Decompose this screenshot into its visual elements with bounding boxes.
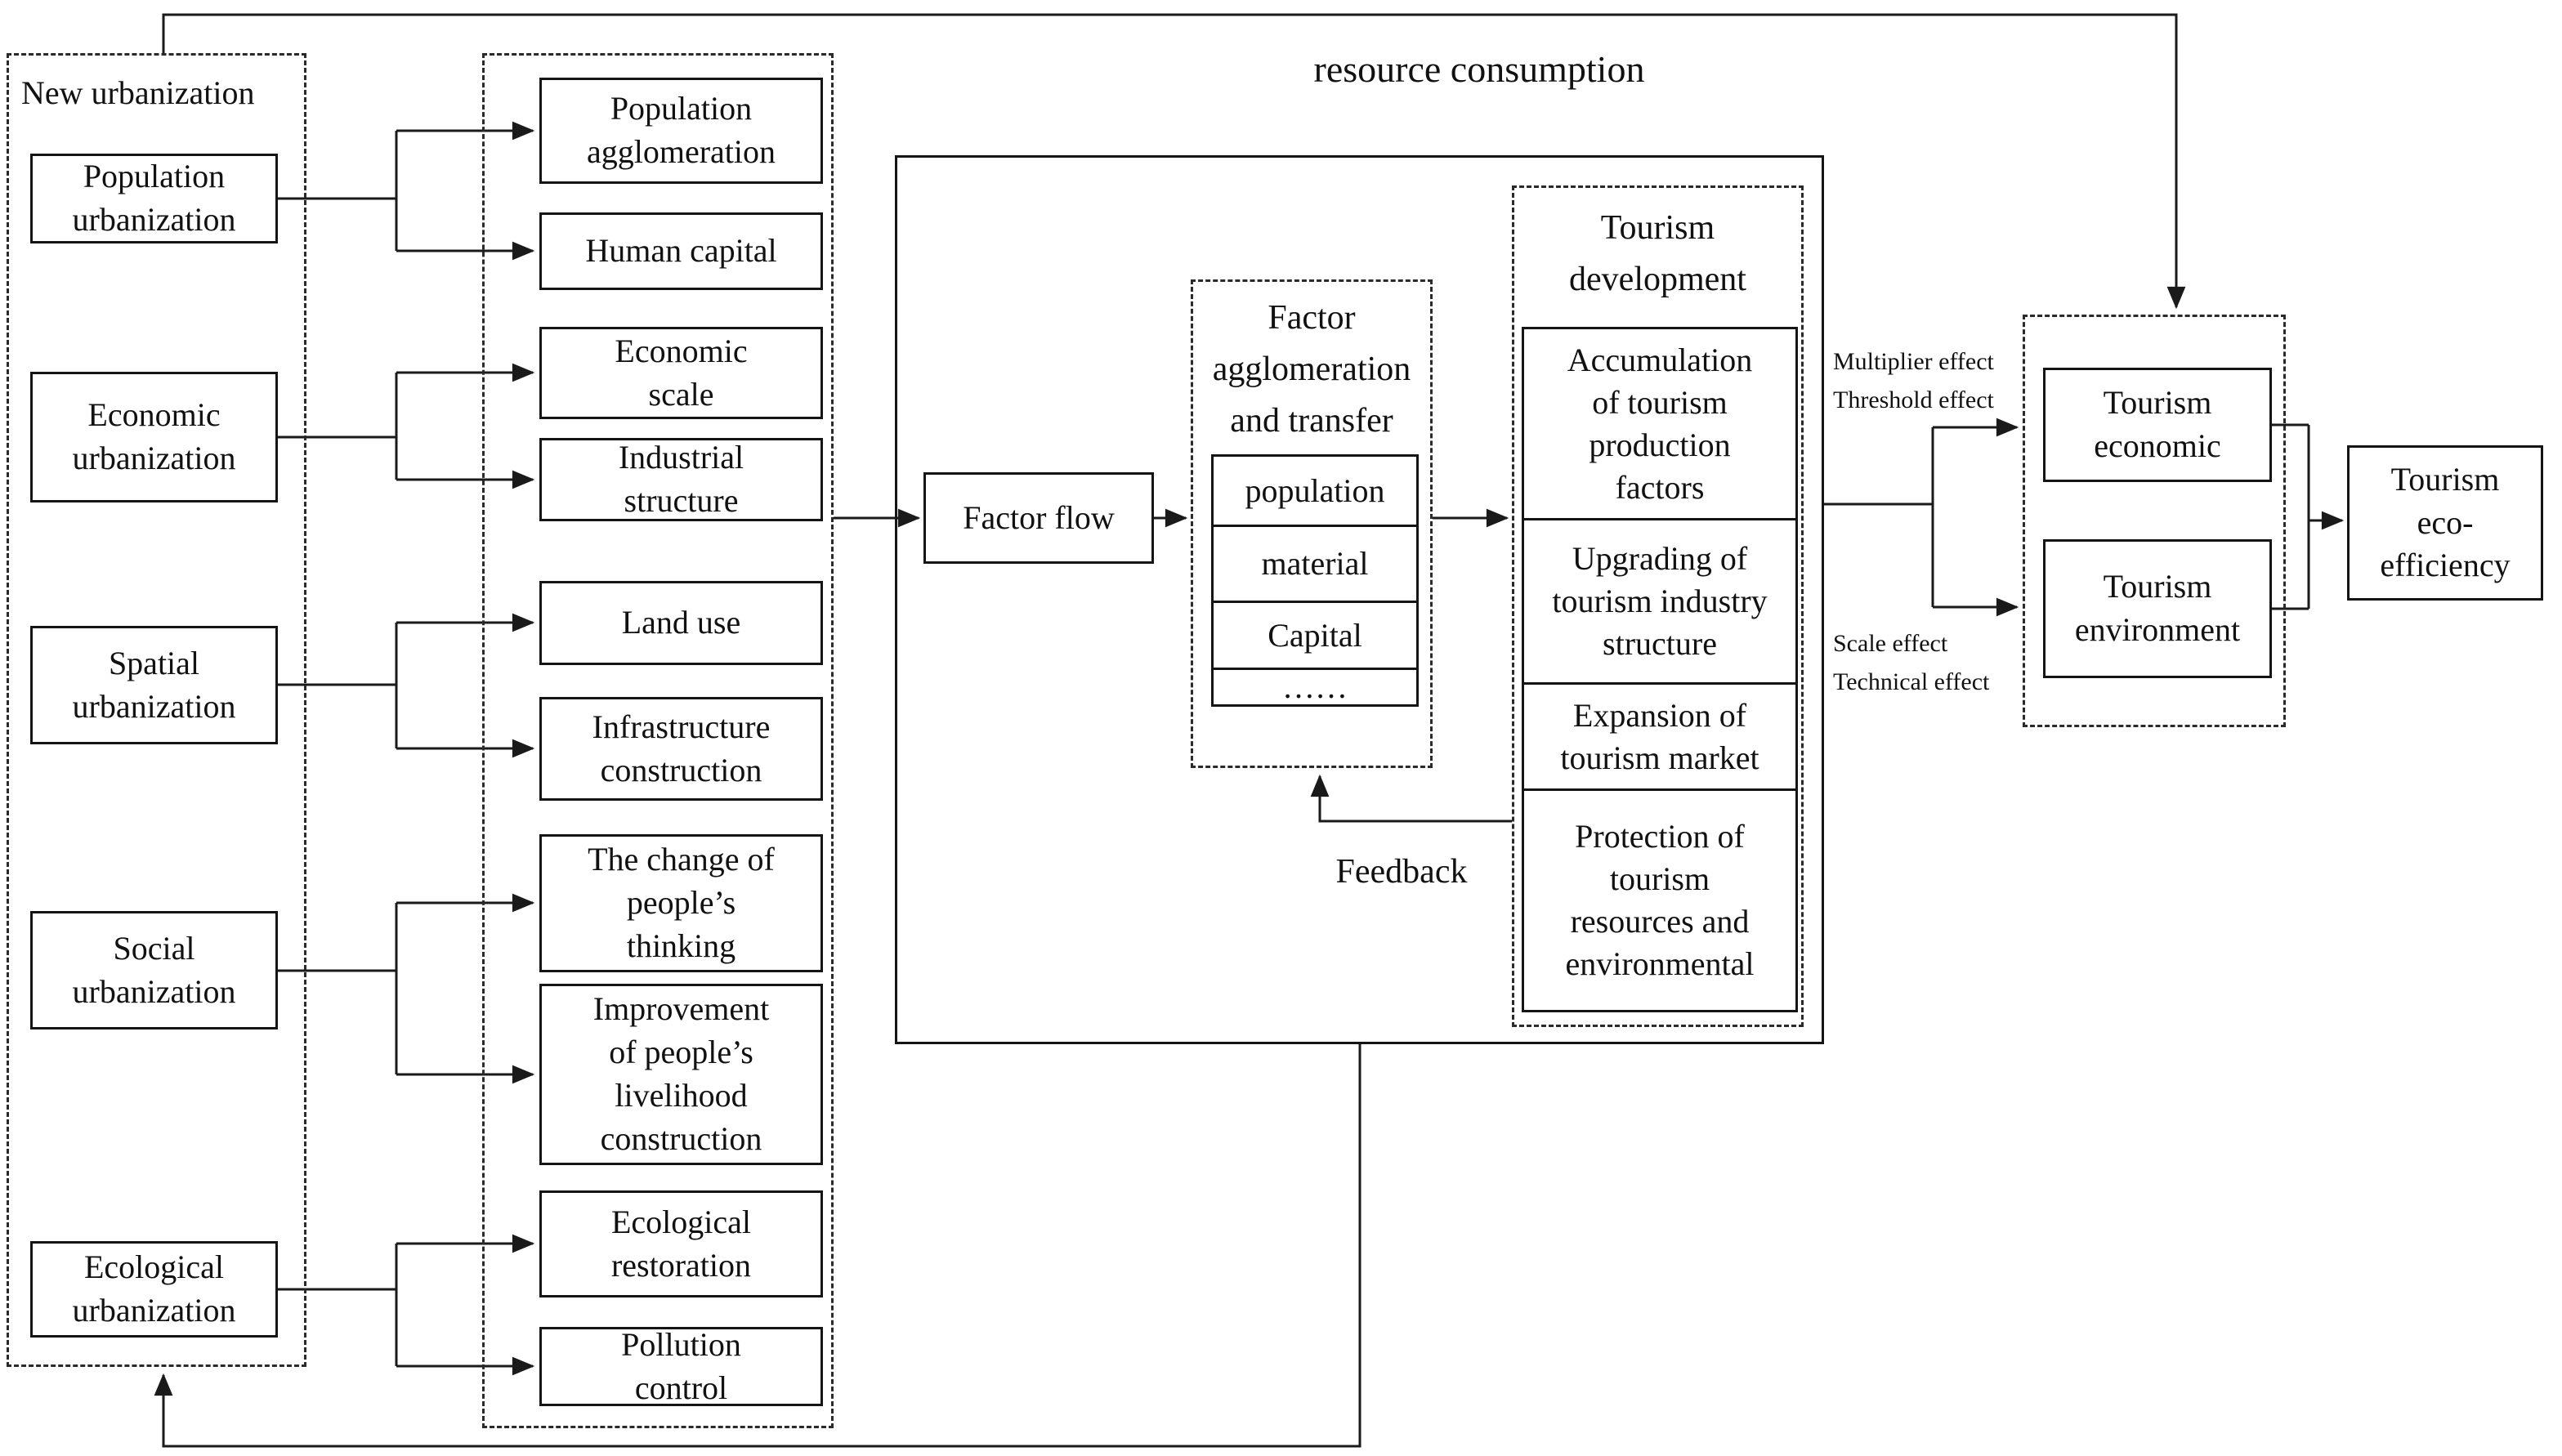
box-livelihood-improvement: Improvement of people’s livelihood const… <box>539 984 823 1165</box>
tourism-development-table: Accumulation of tourism production facto… <box>1522 327 1798 1012</box>
factor-row-material: material <box>1214 525 1416 601</box>
feedback-label: Feedback <box>1335 853 1468 891</box>
scale-technical-label: Scale effect Technical effect <box>1833 630 1990 695</box>
box-human-capital: Human capital <box>539 212 823 290</box>
connector-feedback <box>1310 774 1512 823</box>
box-ecological-urbanization: Ecological urbanization <box>30 1241 278 1338</box>
tourism-row-expansion: Expansion of tourism market <box>1524 682 1795 788</box>
new-urbanization-group <box>7 53 306 1367</box>
connector-resource-consumption <box>162 13 2186 310</box>
box-economic-urbanization: Economic urbanization <box>30 372 278 502</box>
box-tourism-economic: Tourism economic <box>2043 368 2272 482</box>
box-population-agglomeration: Population agglomeration <box>539 78 823 184</box>
new-urbanization-title: New urbanization <box>21 74 255 111</box>
tourism-development-title: Tourism development <box>1569 209 1746 298</box>
tourism-row-accumulation: Accumulation of tourism production facto… <box>1567 341 1753 506</box>
tourism-row-protection: Protection of tourism resources and envi… <box>1524 788 1795 1010</box>
connector-bottom-feedback <box>154 1044 1361 1448</box>
connector-population-branch <box>278 131 398 251</box>
box-social-urbanization: Social urbanization <box>30 911 278 1029</box>
box-ecological-restoration: Ecological restoration <box>539 1190 823 1297</box>
factor-row-ellipsis: …… <box>1214 668 1416 705</box>
connector-effects-bracket <box>1824 427 1934 607</box>
box-change-of-thinking: The change of people’s thinking <box>539 834 823 972</box>
multiplier-threshold-label: Multiplier effect Threshold effect <box>1833 348 1994 413</box>
connector-outcome-bracket <box>2272 423 2310 610</box>
connector-spatial-branch <box>278 623 398 748</box>
connector-economic-branch <box>278 373 398 480</box>
factor-transfer-title: Factor agglomeration and transfer <box>1212 299 1411 440</box>
tourism-outcomes-group <box>2023 315 2286 727</box>
box-factor-flow: Factor flow <box>923 472 1154 564</box>
factor-transfer-table: population material Capital …… <box>1211 454 1419 707</box>
box-spatial-urbanization: Spatial urbanization <box>30 626 278 744</box>
factor-row-population: population <box>1245 471 1385 509</box>
box-economic-scale: Economic scale <box>539 327 823 419</box>
indicators-group <box>482 53 834 1428</box>
connector-social-branch <box>278 903 398 1074</box>
box-infrastructure-construction: Infrastructure construction <box>539 697 823 801</box>
box-land-use: Land use <box>539 581 823 665</box>
factor-transfer-group <box>1191 279 1433 768</box>
tourism-row-upgrading: Upgrading of tourism industry structure <box>1524 518 1795 682</box>
box-tourism-eco-efficiency: Tourism eco- efficiency <box>2347 445 2543 601</box>
box-population-urbanization: Population urbanization <box>30 154 278 243</box>
box-tourism-environment: Tourism environment <box>2043 539 2272 678</box>
box-industrial-structure: Industrial structure <box>539 438 823 521</box>
factor-system-box <box>895 155 1824 1044</box>
connector-ecological-branch <box>278 1244 398 1366</box>
resource-consumption-label: resource consumption <box>1313 48 1645 90</box>
factor-row-capital: Capital <box>1214 601 1416 668</box>
tourism-development-group <box>1512 185 1804 1027</box>
box-pollution-control: Pollution control <box>539 1326 823 1406</box>
